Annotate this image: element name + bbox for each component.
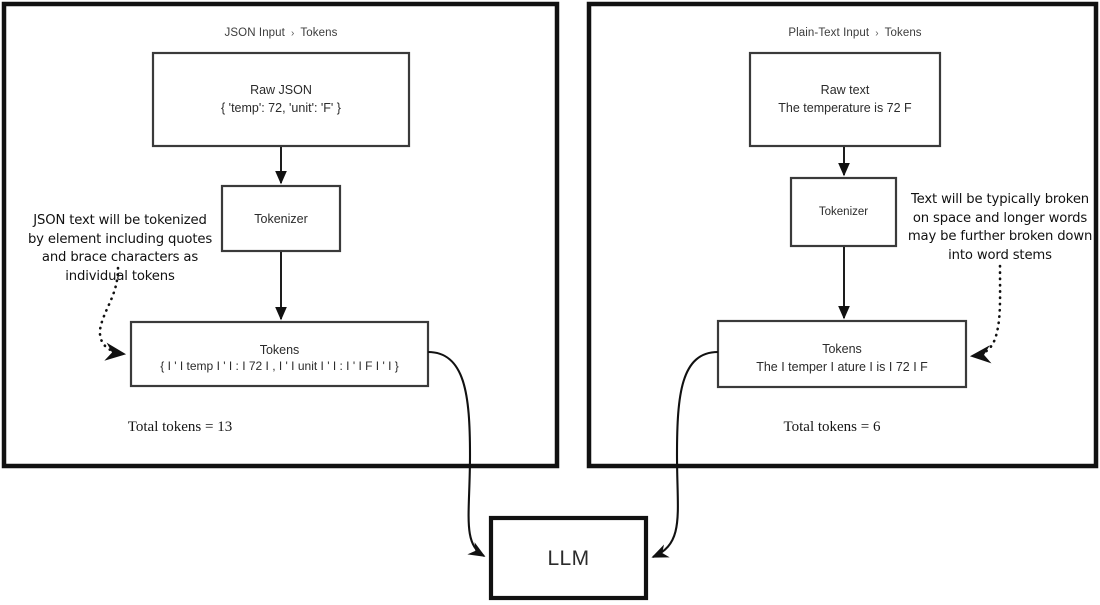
json-tokens-content: { I ' I temp I ' I : I 72 I , I ' I unit… [160,359,399,373]
json-panel-title-right: Tokens [300,26,338,39]
plain-text-annotation-callout-arrow [969,264,1002,364]
json-panel-title: JSON Input › Tokens [178,11,384,41]
json-raw-input-box [151,51,411,148]
plain-text-tokenizer-box [789,176,898,248]
plain-text-tokens-content: The I temper I ature I is I 72 I F [756,360,928,374]
plain-text-panel-title-right: Tokens [884,26,922,39]
json-annotation-text: JSON text will be tokenized by element i… [27,213,213,285]
llm-box [488,515,649,601]
json-raw-input-title: Raw JSON [250,83,312,97]
plain-text-raw-input-box [748,51,942,148]
chevron-right-icon: › [290,27,295,39]
plain-text-raw-input-title: Raw text [820,83,870,97]
plain-text-tokens-title: Tokens [822,342,862,356]
plain-text-annotation-text: Text will be typically broken on space a… [907,192,1093,264]
plain-text-total-tokens: Total tokens = 6 [783,419,881,435]
plain-text-tokenizer-label: Tokenizer [818,206,869,218]
flow-json-tokens-to-llm [427,350,486,557]
plain-text-panel-title-left: Plain-Text Input [788,26,870,39]
flow-plain-text-tokens-to-llm [651,350,719,558]
json-panel-title-left: JSON Input [224,26,285,39]
chevron-right-icon: › [875,27,879,39]
json-tokenizer-label: Tokenizer [254,212,308,226]
json-tokens-box [129,320,430,388]
json-tokenizer-box [220,184,342,253]
plain-text-tokens-box [716,319,968,389]
json-total-tokens: Total tokens = 13 [127,419,233,435]
plain-text-raw-input-content: The temperature is 72 F [778,101,912,115]
json-tokens-title: Tokens [259,343,300,357]
plain-text-panel-title: Plain-Text Input › Tokens [745,11,965,41]
llm-box-label: LLM [547,547,590,570]
json-raw-input-content: { 'temp': 72, 'unit': 'F' } [221,101,341,115]
